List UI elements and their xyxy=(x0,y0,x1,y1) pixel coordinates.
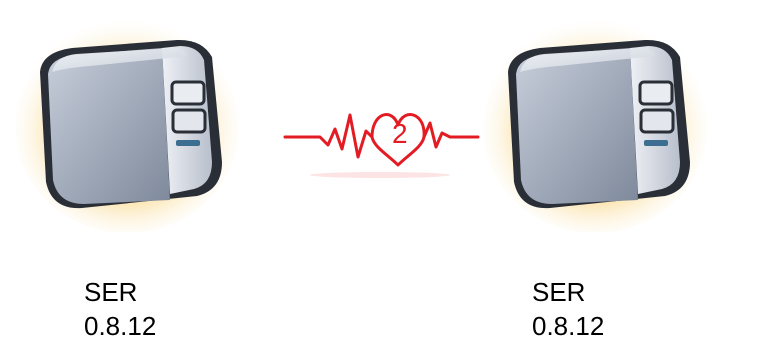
server-left-label: SER 0.8.12 xyxy=(84,275,156,343)
heartbeat-connection: 2 xyxy=(280,85,480,180)
server-left-name: SER xyxy=(84,275,156,309)
server-right xyxy=(480,12,710,232)
server-right-label: SER 0.8.12 xyxy=(532,275,604,343)
server-left-version: 0.8.12 xyxy=(84,309,156,343)
server-left xyxy=(12,12,242,232)
server-right-version: 0.8.12 xyxy=(532,309,604,343)
server-right-name: SER xyxy=(532,275,604,309)
heartbeat-label: 2 xyxy=(392,118,408,149)
server-icon xyxy=(480,12,710,232)
server-icon xyxy=(12,12,242,232)
heartbeat-heart-icon: 2 xyxy=(280,85,480,180)
